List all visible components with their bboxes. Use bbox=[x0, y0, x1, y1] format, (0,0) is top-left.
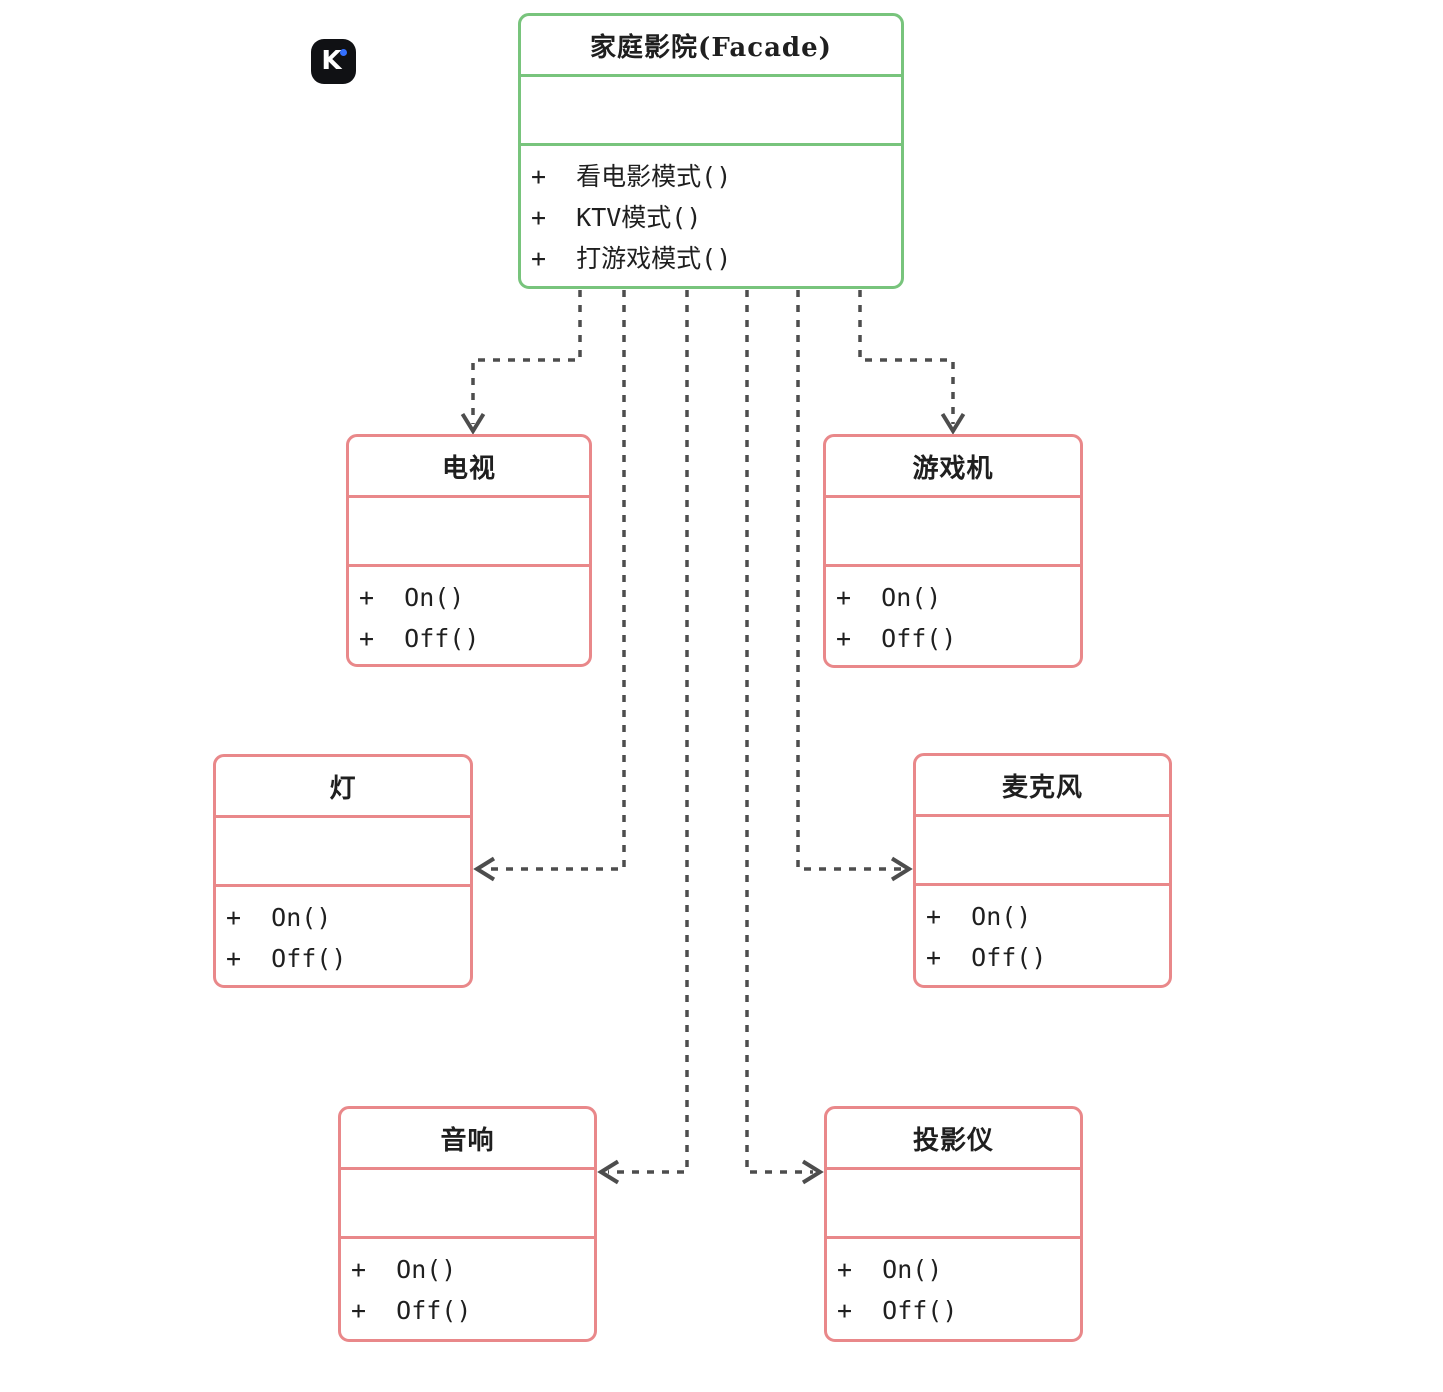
class-methods-facade: + 看电影模式() + KTV模式() + 打游戏模式() bbox=[521, 146, 901, 286]
method-watch-movie-mode: + 看电影模式() bbox=[531, 162, 732, 191]
class-attributes-tv bbox=[349, 498, 589, 567]
class-attributes-projector bbox=[827, 1170, 1080, 1239]
class-methods-light: + On() + Off() bbox=[216, 887, 470, 985]
arrowhead-left-speaker-icon bbox=[597, 1159, 620, 1185]
class-box-microphone: 麦克风 + On() + Off() bbox=[913, 753, 1172, 988]
class-title-speaker: 音响 bbox=[341, 1109, 594, 1170]
class-methods-tv: + On() + Off() bbox=[349, 567, 589, 664]
class-attributes-game-console bbox=[826, 498, 1080, 567]
class-methods-microphone: + On() + Off() bbox=[916, 886, 1169, 985]
class-title-facade: 家庭影院(Facade) bbox=[521, 16, 901, 77]
class-box-tv: 电视 + On() + Off() bbox=[346, 434, 592, 667]
class-attributes-microphone bbox=[916, 817, 1169, 886]
arrowhead-right-microphone-icon bbox=[890, 856, 913, 882]
method-off: + Off() bbox=[926, 943, 1047, 972]
class-box-light: 灯 + On() + Off() bbox=[213, 754, 473, 988]
method-on: + On() bbox=[926, 902, 1032, 931]
method-on: + On() bbox=[359, 583, 465, 612]
class-box-projector: 投影仪 + On() + Off() bbox=[824, 1106, 1083, 1342]
arrowhead-right-projector-icon bbox=[801, 1159, 824, 1185]
logo-letter: K bbox=[321, 46, 342, 76]
arrowhead-left-light-icon bbox=[473, 856, 496, 882]
kimi-logo-icon: K bbox=[311, 39, 356, 84]
class-attributes-speaker bbox=[341, 1170, 594, 1239]
method-ktv-mode: + KTV模式() bbox=[531, 203, 702, 232]
class-attributes-light bbox=[216, 818, 470, 887]
dependency-line-facade-to-game bbox=[858, 290, 955, 424]
method-on: + On() bbox=[226, 903, 332, 932]
arrowhead-down-tv-icon bbox=[460, 412, 486, 435]
class-title-game-console: 游戏机 bbox=[826, 437, 1080, 498]
method-off: + Off() bbox=[837, 1296, 958, 1325]
class-box-speaker: 音响 + On() + Off() bbox=[338, 1106, 597, 1342]
dependency-line-facade-to-speaker bbox=[608, 290, 689, 1174]
method-off: + Off() bbox=[359, 624, 480, 653]
method-on: + On() bbox=[836, 583, 942, 612]
dependency-line-facade-to-tv bbox=[471, 290, 582, 424]
method-off: + Off() bbox=[351, 1296, 472, 1325]
arrowhead-down-game-icon bbox=[940, 412, 966, 435]
method-game-mode: + 打游戏模式() bbox=[531, 244, 732, 273]
class-title-tv: 电视 bbox=[349, 437, 589, 498]
class-title-projector: 投影仪 bbox=[827, 1109, 1080, 1170]
class-methods-projector: + On() + Off() bbox=[827, 1239, 1080, 1339]
dependency-line-facade-to-projector bbox=[745, 290, 813, 1174]
method-off: + Off() bbox=[836, 624, 957, 653]
class-box-facade: 家庭影院(Facade) + 看电影模式() + KTV模式() + 打游戏模式… bbox=[518, 13, 904, 289]
method-off: + Off() bbox=[226, 944, 347, 973]
method-on: + On() bbox=[351, 1255, 457, 1284]
class-title-light: 灯 bbox=[216, 757, 470, 818]
class-methods-game-console: + On() + Off() bbox=[826, 567, 1080, 665]
class-attributes-facade bbox=[521, 77, 901, 146]
class-box-game-console: 游戏机 + On() + Off() bbox=[823, 434, 1083, 668]
class-methods-speaker: + On() + Off() bbox=[341, 1239, 594, 1339]
method-on: + On() bbox=[837, 1255, 943, 1284]
logo-dot-icon bbox=[340, 49, 347, 56]
class-title-microphone: 麦克风 bbox=[916, 756, 1169, 817]
